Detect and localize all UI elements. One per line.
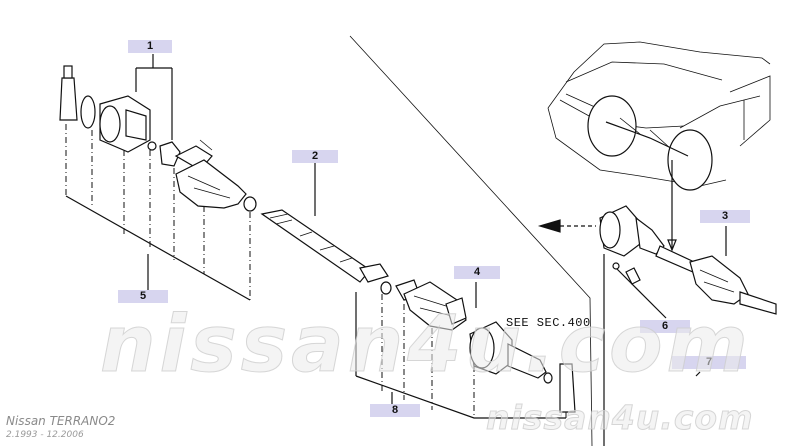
snap-ring-part — [80, 95, 96, 129]
group-8-leaders — [355, 292, 567, 419]
callout-6-label: 6 — [640, 320, 690, 333]
front-wheel-right — [667, 129, 713, 191]
watermark-small: nissan4u.com — [485, 398, 754, 438]
callout-5-label: 5 — [118, 290, 168, 303]
callout-6-leader — [615, 267, 667, 319]
outer-joint-parts-group — [380, 279, 576, 413]
grease-tube-part — [59, 77, 78, 121]
bearing-part — [159, 141, 181, 167]
vehicle-model-caption: Nissan TERRANO2 — [6, 414, 116, 428]
callout-7-leader — [695, 371, 701, 377]
callout-7-label: 7 — [672, 356, 746, 369]
boot-clamp-part — [243, 196, 257, 212]
small-ring-part — [147, 141, 157, 151]
callout-4-label: 4 — [454, 266, 500, 279]
callout-2-label: 2 — [292, 150, 338, 163]
callout-8-label: 8 — [370, 404, 420, 417]
inner-joint-parts-group — [59, 65, 257, 212]
front-wheel-left — [587, 95, 637, 157]
dust-boot-part — [175, 159, 247, 209]
callout-3-label: 3 — [700, 210, 750, 223]
watermark-large: nissan4u.com — [100, 300, 752, 391]
callout-1-leaders — [135, 54, 173, 140]
callout-1-label: 1 — [128, 40, 172, 53]
vehicle-illustration — [547, 41, 771, 252]
direction-arrow — [537, 219, 596, 233]
grease-tube-cap — [63, 65, 73, 79]
group-5-leaders — [65, 124, 251, 301]
drive-shaft-part — [260, 162, 389, 283]
drive-shaft-assembly-part — [599, 205, 777, 446]
grease-tube-part-2 — [559, 363, 576, 413]
production-period-caption: 2.1993 - 12.2006 — [6, 430, 84, 440]
spider-assembly-part — [125, 109, 147, 141]
section-reference-note: SEE SEC.400 — [506, 316, 591, 330]
section-divider-line — [349, 35, 593, 446]
arrow-2-shaft — [199, 139, 213, 151]
